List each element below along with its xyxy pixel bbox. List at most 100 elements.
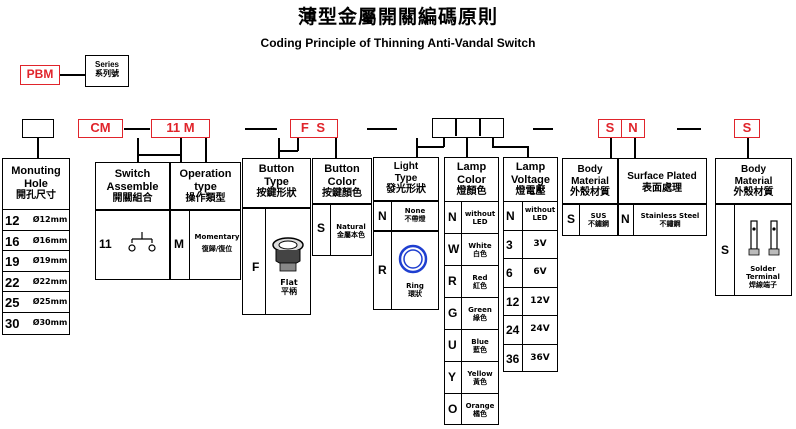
lamp-color-row-code: G: [448, 306, 458, 320]
code-body-n: N: [621, 119, 645, 138]
lamp-color-row-label-en: Yellow: [467, 370, 493, 378]
lamp-voltage-row-label: 3V: [533, 238, 547, 249]
lamp-voltage-row-label: 36V: [523, 353, 557, 363]
light-type-table: Light Type 發光形狀 N None 不帶燈 R Ring 環狀: [373, 157, 439, 310]
lamp-voltage-row-code: 12: [506, 294, 520, 309]
connector: [278, 138, 280, 158]
lamp-voltage-row-label: 6V: [523, 267, 557, 277]
light-type-ring-en: Ring: [406, 282, 424, 290]
body-material-header-zh: 外殼材質: [570, 187, 610, 198]
mounting-hole-row-value: Ø22mm: [32, 276, 68, 286]
lamp-voltage-row-code: 24: [506, 323, 520, 337]
button-type-header-zh: 按鍵形狀: [256, 188, 297, 200]
lamp-voltage-row-label: 6V: [533, 267, 547, 277]
surface-plated-label-en: Stainless Steel: [640, 212, 700, 220]
code-terminal-s: S: [734, 119, 760, 138]
surface-plated-code: N: [621, 212, 630, 226]
mounting-hole-row-code: 22: [5, 274, 20, 290]
flat-button-icon: [272, 237, 304, 272]
mounting-hole-row-value: Ø30mm: [32, 317, 68, 327]
lamp-voltage-row-label: 12V: [523, 296, 557, 306]
body-material-table: Body Material 外殼材質 Surface Plated 表面處理 S…: [562, 158, 707, 236]
lamp-voltage-row-code: 3: [506, 237, 513, 252]
lamp-color-row-label-en: Red: [472, 274, 488, 282]
switch-assemble-header-zh: 開關組合: [112, 193, 153, 205]
connector: [634, 138, 636, 158]
button-color-header-en: Button Color: [324, 163, 360, 188]
mounting-hole-header-zh: 開孔尺寸: [16, 190, 56, 202]
solder-terminal-icon: [748, 220, 780, 256]
light-type-header-zh: 發光形狀: [386, 184, 426, 195]
button-type-code: F: [252, 260, 260, 274]
lamp-color-row-code: O: [448, 402, 458, 416]
lamp-color-header-zh: 燈顏色: [456, 186, 487, 198]
connector: [335, 138, 337, 158]
ring-light-icon: [398, 244, 428, 274]
mounting-hole-row-label: Ø30mm: [29, 318, 71, 327]
mounting-hole-row-value: Ø19mm: [32, 256, 68, 265]
connector: [747, 138, 749, 158]
operation-type-header-en: Operation type: [179, 168, 232, 193]
connector: [137, 154, 181, 156]
terminal-material-header-zh: 外殼材質: [733, 187, 774, 198]
lamp-color-row-label-zh: 藍色: [473, 346, 487, 355]
code-fs: F S: [290, 119, 338, 138]
mounting-hole-row-label: Ø22mm: [29, 277, 71, 286]
light-type-header-en: Light Type: [393, 161, 419, 184]
switch-assemble-header-en: Switch Assemble: [106, 168, 159, 193]
body-material-label-en: SUS: [590, 212, 607, 220]
body-material-header-en: Body Material: [571, 164, 609, 187]
body-material-code: S: [567, 212, 576, 226]
code-cm: CM: [78, 119, 123, 138]
mounting-hole-row-code: 16: [5, 233, 20, 249]
terminal-material-header-en: Body Material: [734, 164, 773, 187]
connector: [610, 138, 612, 158]
connector: [278, 150, 298, 152]
lamp-color-row-label: without LED: [462, 210, 498, 226]
button-type-table: Button Type 按鍵形狀 F Flat 平柄: [242, 158, 311, 315]
lamp-color-row-label-en: without LED: [464, 210, 496, 227]
lamp-voltage-row: 3 3V: [504, 229, 557, 259]
lamp-voltage-row-label: 24V: [530, 324, 550, 334]
lamp-color-row-code: W: [448, 242, 460, 256]
lamp-voltage-row-label: 36V: [530, 352, 550, 363]
operation-type-label-en: Momentary: [194, 233, 240, 241]
page-title-en: Coding Principle of Thinning Anti-Vandal…: [260, 36, 536, 50]
lamp-color-row-code: Y: [448, 370, 457, 384]
page-title-zh: 薄型金屬開關編碼原則: [297, 6, 498, 28]
dash: [677, 128, 701, 130]
lamp-color-header-en: Lamp Color: [456, 161, 487, 186]
lamp-voltage-header-en: Lamp Voltage: [511, 161, 550, 186]
mounting-hole-row-code: 30: [5, 315, 20, 331]
dash: [124, 128, 150, 130]
operation-type-code: M: [174, 237, 184, 251]
surface-plated-header-zh: 表面處理: [642, 182, 682, 194]
code-pbm: PBM: [20, 65, 60, 85]
connector: [527, 146, 529, 158]
lamp-color-row-label-zh: 黃色: [473, 378, 487, 387]
connector: [416, 146, 444, 148]
lamp-color-row-label-en: Blue: [471, 338, 489, 346]
mounting-hole-header-en: Monuting Hole: [11, 165, 61, 190]
light-type-code-n: N: [378, 209, 387, 223]
connector: [443, 137, 445, 147]
light-type-none-en: None: [404, 207, 426, 215]
terminal-material-code: S: [721, 243, 730, 257]
mounting-hole-row-value: Ø25mm: [32, 297, 68, 306]
mounting-hole-row-code: 12: [5, 213, 20, 228]
mounting-hole-row-code: 25: [5, 295, 20, 310]
